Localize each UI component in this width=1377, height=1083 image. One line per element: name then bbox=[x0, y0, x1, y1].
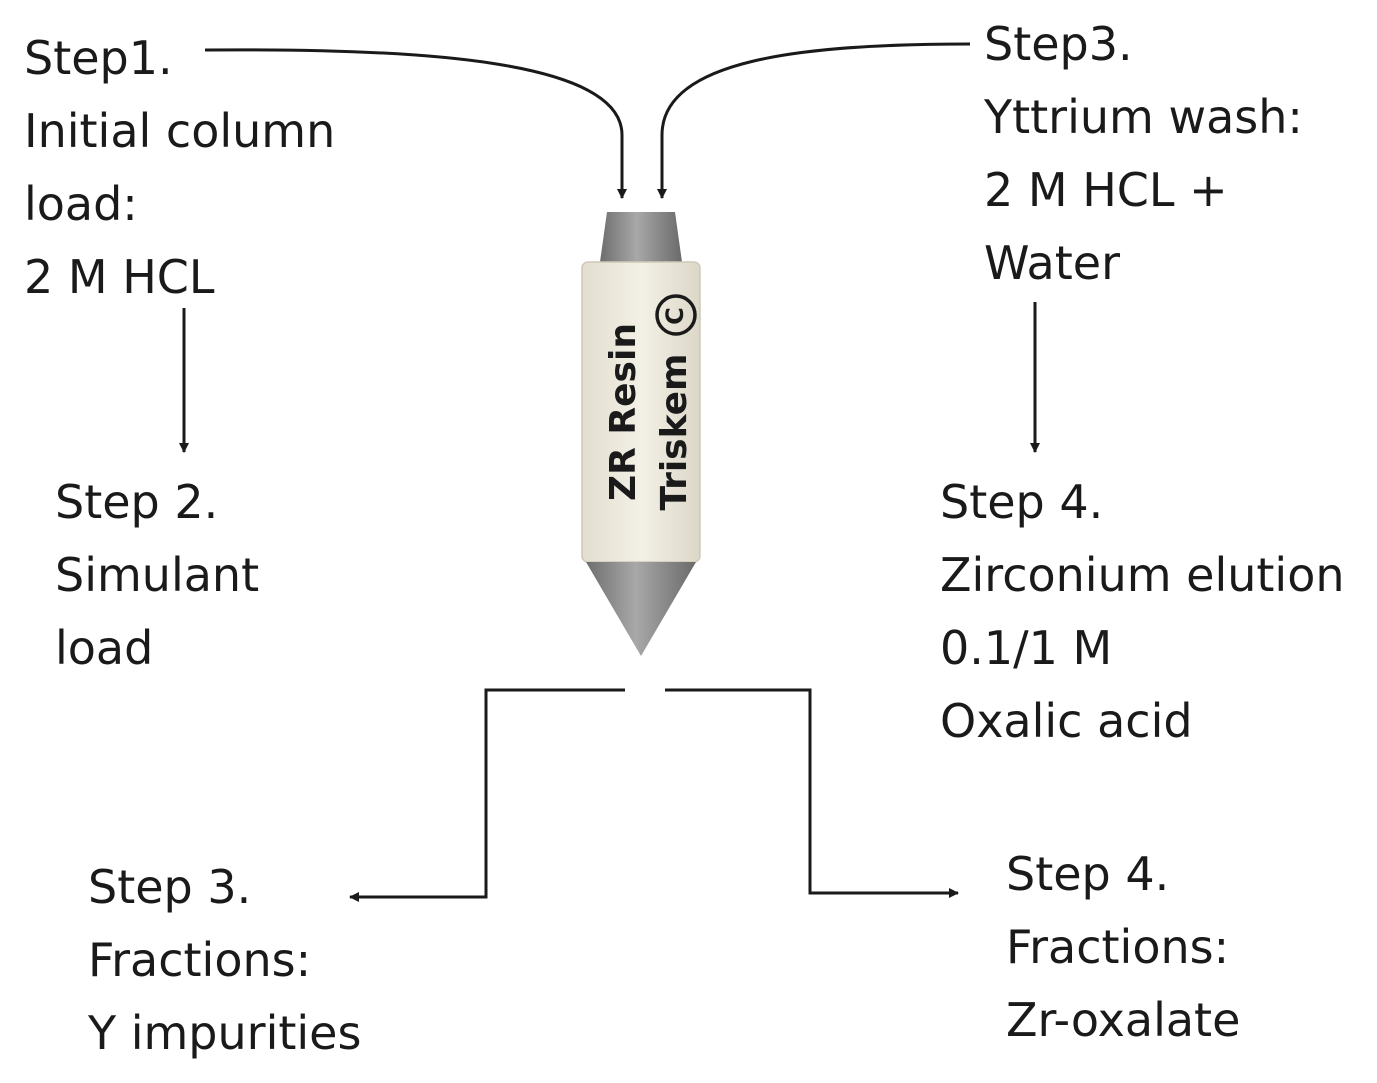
step4-elution-line-1: Zirconium elution bbox=[940, 548, 1345, 602]
step3-to-column-arrow bbox=[657, 42, 971, 199]
step3-wash-line-2: 2 M HCL + bbox=[984, 163, 1228, 217]
left-fraction-arrow bbox=[349, 688, 625, 902]
step4-fractions-line-1: Fractions: bbox=[1006, 920, 1230, 974]
brand-label: Triskem bbox=[654, 353, 695, 510]
column-tip bbox=[586, 562, 696, 656]
step3-wash-line-3: Water bbox=[984, 236, 1120, 290]
step3-fractions-line-1: Fractions: bbox=[88, 933, 312, 987]
step4-fractions-line-2: Zr-oxalate bbox=[1006, 993, 1241, 1047]
step4-elution-title: Step 4. bbox=[940, 475, 1104, 529]
step2-line-2: load bbox=[55, 621, 154, 675]
step3-fractions-block: Step 3. Fractions: Y impurities bbox=[88, 851, 361, 1070]
column-top-cap bbox=[600, 212, 682, 262]
brand-mark-icon bbox=[655, 294, 697, 336]
step3-fractions-title: Step 3. bbox=[88, 860, 252, 914]
step1-to-column-arrow bbox=[204, 48, 627, 199]
step1-line-3: 2 M HCL bbox=[24, 250, 215, 304]
brand-mark: C bbox=[661, 307, 689, 325]
right-fraction-arrow bbox=[665, 688, 959, 898]
step3-wash-title: Step3. bbox=[984, 17, 1133, 71]
step4-elution-block: Step 4. Zirconium elution 0.1/1 M Oxalic… bbox=[940, 466, 1377, 758]
step1-block: Step1. Initial column load: 2 M HCL bbox=[24, 22, 335, 314]
step4-fractions-title: Step 4. bbox=[1006, 847, 1170, 901]
step4-elution-line-2: 0.1/1 M bbox=[940, 621, 1113, 675]
step1-line-2: load: bbox=[24, 177, 138, 231]
step3-wash-line-1: Yttrium wash: bbox=[984, 90, 1303, 144]
step1-title: Step1. bbox=[24, 31, 173, 85]
step4-fractions-block: Step 4. Fractions: Zr-oxalate bbox=[1006, 838, 1240, 1057]
step2-block: Step 2. Simulant load bbox=[55, 466, 259, 685]
resin-label: ZR Resin bbox=[603, 323, 644, 501]
step2-line-1: Simulant bbox=[55, 548, 260, 602]
step4-elution-line-3: Oxalic acid bbox=[940, 694, 1193, 748]
step1-line-1: Initial column bbox=[24, 104, 336, 158]
step2-title: Step 2. bbox=[55, 475, 219, 529]
step3-wash-block: Step3. Yttrium wash: 2 M HCL + Water bbox=[984, 8, 1303, 300]
resin-column: ZR Resin Triskem C bbox=[581, 212, 701, 656]
step3-fractions-line-2: Y impurities bbox=[88, 1006, 362, 1060]
